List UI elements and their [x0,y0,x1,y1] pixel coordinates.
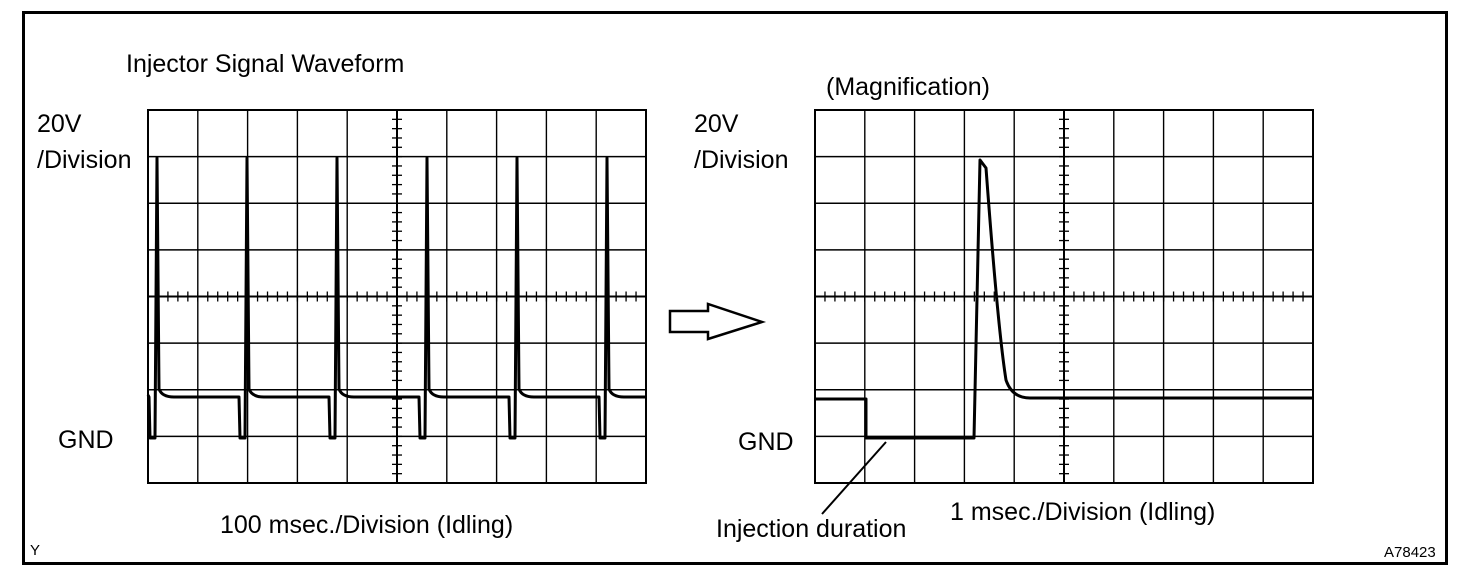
left-gnd-label: GND [58,426,114,454]
right-time-scale: 1 msec./Division (Idling) [950,498,1216,526]
right-waveform [815,158,1313,440]
right-volt-scale: 20V [694,110,739,138]
right-oscilloscope-screen [814,109,1314,484]
left-waveform [146,156,646,440]
magnification-label: (Magnification) [826,73,990,101]
right-volt-division: /Division [694,146,789,174]
injection-duration-leader [821,441,887,515]
right-gnd-label: GND [738,428,794,456]
figure-title: Injector Signal Waveform [126,50,405,78]
left-oscilloscope-screen [147,109,647,484]
left-volt-division: /Division [37,146,132,174]
corner-mark-right: A78423 [1384,544,1436,561]
corner-mark-left: Y [30,542,41,559]
figure-frame [22,11,1448,565]
injection-duration-label: Injection duration [716,515,907,543]
magnification-arrow [668,302,767,341]
left-volt-scale: 20V [37,110,82,138]
left-time-scale: 100 msec./Division (Idling) [220,511,514,539]
